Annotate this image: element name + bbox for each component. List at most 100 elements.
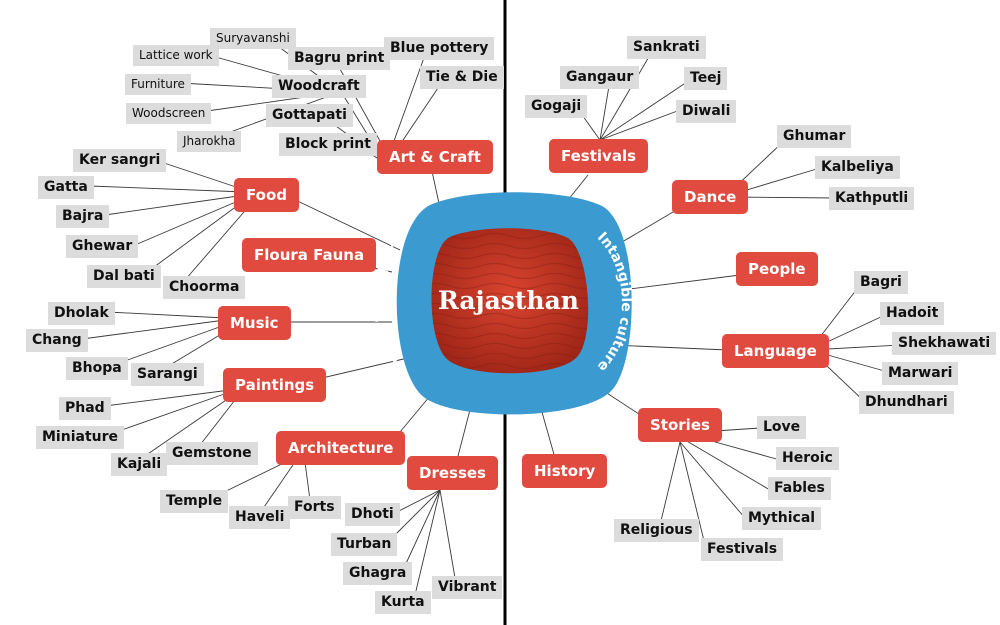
connector-line: [599, 54, 651, 141]
leaf-sankrati: Sankrati: [627, 36, 706, 59]
category-architecture: Architecture: [276, 431, 406, 465]
category-people: People: [736, 252, 818, 286]
leaf-blue-pottery: Blue pottery: [384, 37, 495, 60]
leaf-marwari: Marwari: [882, 362, 959, 385]
category-flora-fauna: Floura Fauna: [242, 238, 377, 272]
category-paintings: Paintings: [223, 368, 327, 402]
category-stories: Stories: [638, 408, 722, 442]
leaf-kalbeliya: Kalbeliya: [815, 156, 900, 179]
leaf-tie-die: Tie & Die: [420, 66, 504, 89]
leaf-dholak: Dholak: [48, 302, 115, 325]
leaf-dal-bati: Dal bati: [87, 265, 161, 288]
connector-line: [261, 461, 296, 511]
leaf-dhundhari: Dhundhari: [859, 391, 954, 414]
connector-line: [684, 439, 771, 491]
leaf-haveli: Haveli: [229, 506, 291, 529]
leaf-bhopa: Bhopa: [66, 357, 128, 380]
connector-line: [611, 344, 729, 351]
connector-line: [389, 489, 441, 541]
leaf-block-print: Block print: [279, 133, 377, 156]
connector-line: [134, 197, 246, 246]
connector-line: [414, 489, 441, 596]
connector-line: [199, 399, 236, 446]
leaf-kathputli: Kathputli: [829, 187, 915, 210]
leaf-forts: Forts: [288, 496, 341, 519]
leaf-festivals-stories: Festivals: [701, 538, 784, 561]
connector-line: [104, 389, 231, 407]
leaf-ghumar: Ghumar: [777, 125, 852, 148]
category-dresses: Dresses: [407, 456, 498, 490]
connector-line: [121, 324, 226, 363]
leaf-sarangi: Sarangi: [131, 363, 204, 386]
category-festivals: Festivals: [549, 139, 649, 173]
connector-line: [679, 441, 706, 546]
connector-line: [115, 391, 231, 433]
leaf-love: Love: [757, 416, 807, 439]
category-food: Food: [234, 178, 299, 212]
leaf-bajra: Bajra: [56, 205, 110, 228]
leaf-heroic: Heroic: [776, 447, 839, 470]
connector-line: [567, 174, 589, 201]
connector-line: [679, 441, 746, 519]
leaf-jharokha: Jharokha: [177, 131, 242, 152]
leaf-gottapati: Gottapati: [266, 104, 353, 127]
connector-line: [304, 461, 311, 501]
connector-line: [141, 395, 233, 459]
leaf-woodcraft: Woodcraft: [272, 75, 366, 98]
connector-line: [284, 194, 401, 251]
connector-line: [621, 274, 741, 291]
leaf-kajali: Kajali: [111, 453, 168, 476]
leaf-shekhawati: Shekhawati: [892, 332, 997, 355]
connector-line: [149, 199, 246, 271]
connector-line: [184, 204, 251, 281]
leaf-turban: Turban: [331, 533, 398, 556]
leaf-bagru-print: Bagru print: [288, 47, 391, 70]
connector-line: [107, 311, 226, 319]
leaf-dhoti: Dhoti: [345, 503, 400, 526]
leaf-diwali: Diwali: [676, 100, 737, 123]
leaf-gatta: Gatta: [38, 176, 94, 199]
leaf-gogaji: Gogaji: [525, 95, 588, 118]
leaf-chang: Chang: [26, 329, 88, 352]
leaf-furniture: Furniture: [125, 74, 191, 95]
connector-line: [402, 489, 441, 571]
leaf-fables: Fables: [768, 477, 831, 500]
leaf-woodscreen: Woodscreen: [126, 103, 212, 124]
center-title: Rajasthan: [438, 286, 579, 315]
leaf-bagri: Bagri: [854, 271, 908, 294]
category-dance: Dance: [672, 180, 749, 214]
connector-line: [394, 489, 441, 514]
category-art-craft: Art & Craft: [377, 140, 493, 174]
dune-texture: [431, 228, 589, 374]
category-language: Language: [722, 334, 829, 368]
leaf-miniature: Miniature: [36, 426, 125, 449]
category-history: History: [522, 454, 608, 488]
leaf-ker-sangri: Ker sangri: [73, 149, 167, 172]
connector-line: [89, 185, 246, 193]
connector-line: [389, 54, 426, 153]
leaf-phad: Phad: [59, 397, 111, 420]
connector-line: [439, 489, 456, 579]
leaf-hadoit: Hadoit: [880, 302, 945, 325]
connector-line: [154, 159, 246, 191]
connector-line: [104, 194, 246, 216]
connector-line: [599, 109, 681, 141]
leaf-ghagra: Ghagra: [343, 562, 413, 585]
category-music: Music: [218, 306, 291, 340]
connector-line: [599, 79, 611, 141]
leaf-teej: Teej: [684, 67, 728, 90]
leaf-religious: Religious: [614, 519, 699, 542]
leaf-ghewar: Ghewar: [66, 235, 139, 258]
connector-line: [659, 441, 681, 526]
connector-line: [599, 79, 691, 141]
leaf-vibrant: Vibrant: [432, 576, 503, 599]
leaf-temple: Temple: [160, 490, 229, 513]
leaf-lattice-work: Lattice work: [133, 45, 219, 66]
leaf-suryavanshi: Suryavanshi: [210, 28, 296, 49]
leaf-mythical: Mythical: [742, 507, 822, 530]
leaf-gangaur: Gangaur: [560, 66, 640, 89]
leaf-gemstone: Gemstone: [166, 442, 258, 465]
leaf-choorma: Choorma: [163, 276, 246, 299]
